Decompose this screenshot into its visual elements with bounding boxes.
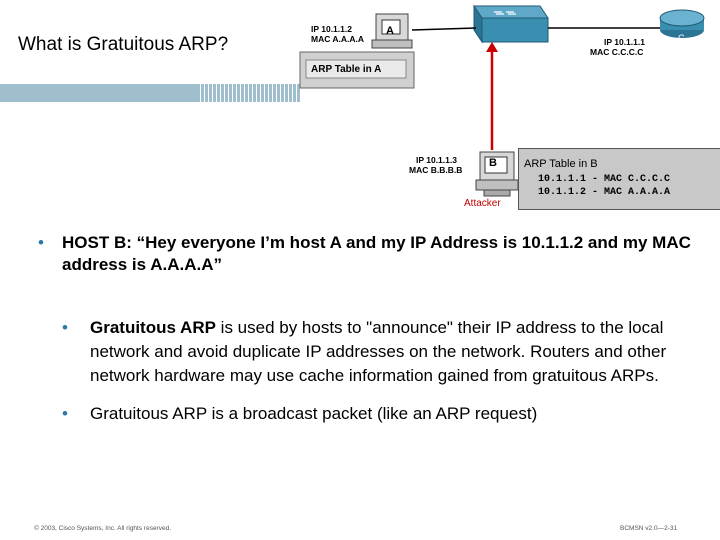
- footer-code: BCMSN v2.0—2-31: [620, 525, 678, 532]
- host-b-mac: MAC B.B.B.B: [409, 165, 463, 175]
- arp-table-b: [518, 148, 720, 210]
- bullet-dot-icon: •: [62, 404, 68, 423]
- host-b-label: B: [489, 157, 497, 169]
- attacker-label: Attacker: [464, 198, 501, 209]
- slide-title: What is Gratuitous ARP?: [18, 34, 229, 55]
- footer-copyright: © 2003, Cisco Systems, Inc. All rights r…: [34, 525, 172, 532]
- bullet-level2: • Gratuitous ARP is a broadcast packet (…: [62, 402, 698, 426]
- svg-text:C: C: [678, 33, 685, 43]
- arp-table-b-row: 10.1.1.1 - MAC C.C.C.C: [538, 174, 671, 185]
- router-c-mac: MAC C.C.C.C: [590, 47, 644, 57]
- header-stripes: [200, 84, 300, 102]
- arp-table-a-title: ARP Table in A: [311, 64, 382, 75]
- bullet-level2: • Gratuitous ARP is used by hosts to "an…: [62, 318, 667, 385]
- host-b-computer: [475, 151, 519, 197]
- bullet-level1: • HOST B: “Hey everyone I’m host A and m…: [38, 233, 691, 274]
- router-icon: C: [659, 9, 705, 43]
- network-diagram: C: [299, 4, 705, 197]
- arp-table-b-title: ARP Table in B: [524, 158, 598, 170]
- switch-icon: [473, 4, 549, 44]
- host-b-ip: IP 10.1.1.3: [416, 155, 457, 165]
- router-c-ip: IP 10.1.1.1: [604, 37, 645, 47]
- bullet-list: • HOST B: “Hey everyone I’m host A and m…: [38, 232, 698, 426]
- bullet-dot-icon: •: [62, 318, 68, 337]
- bullet-dot-icon: •: [38, 233, 44, 252]
- host-a-computer: [371, 13, 413, 49]
- host-a-ip: IP 10.1.1.2: [311, 24, 352, 34]
- arp-table-b-row: 10.1.1.2 - MAC A.A.A.A: [538, 187, 671, 198]
- host-a-mac: MAC A.A.A.A: [311, 34, 365, 44]
- host-a-label: A: [386, 25, 394, 37]
